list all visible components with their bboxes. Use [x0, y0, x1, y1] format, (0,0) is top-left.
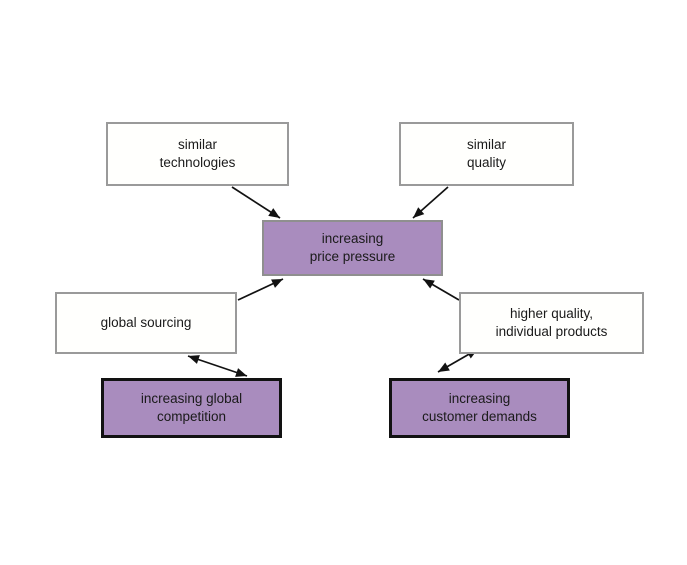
node-similar-quality[interactable]: similar quality: [399, 122, 574, 186]
edge-similar-technologies-to-price-pressure-arrowhead-end: [268, 208, 280, 218]
edge-global-sourcing-competition-line: [187, 355, 248, 377]
edge-similar-quality-to-price-pressure: [412, 186, 449, 219]
node-global-sourcing[interactable]: global sourcing: [55, 292, 237, 354]
edge-higher-quality-customer-demands-arrowhead-start: [438, 362, 450, 372]
edge-higher-quality-to-price-pressure: [422, 278, 460, 301]
node-label-similar-technologies: similar technologies: [159, 136, 236, 170]
edge-global-sourcing-competition: [187, 355, 248, 377]
node-increasing-customer-demands[interactable]: increasing customer demands: [389, 378, 570, 438]
edge-global-sourcing-to-price-pressure-line: [237, 278, 284, 301]
node-label-higher-quality-individual-products: higher quality, individual products: [495, 305, 608, 339]
node-label-increasing-price-pressure: increasing price pressure: [309, 230, 396, 264]
edge-similar-technologies-to-price-pressure-line: [231, 186, 281, 219]
node-label-increasing-global-competition: increasing global competition: [140, 390, 243, 424]
edge-similar-quality-to-price-pressure-arrowhead-end: [413, 207, 425, 218]
node-higher-quality-individual-products[interactable]: higher quality, individual products: [459, 292, 644, 354]
edge-higher-quality-to-price-pressure-line: [422, 278, 460, 301]
node-label-similar-quality: similar quality: [466, 136, 507, 170]
node-increasing-price-pressure[interactable]: increasing price pressure: [262, 220, 443, 276]
edge-global-sourcing-to-price-pressure-arrowhead-end: [271, 279, 283, 288]
edge-similar-technologies-to-price-pressure: [231, 186, 281, 219]
node-label-increasing-customer-demands: increasing customer demands: [422, 390, 537, 424]
node-similar-technologies[interactable]: similar technologies: [106, 122, 289, 186]
node-increasing-global-competition[interactable]: increasing global competition: [101, 378, 282, 438]
edge-global-sourcing-competition-arrowhead-end: [235, 368, 247, 377]
edge-higher-quality-to-price-pressure-arrowhead-end: [423, 279, 435, 289]
edge-similar-quality-to-price-pressure-line: [412, 186, 449, 219]
node-label-global-sourcing: global sourcing: [100, 314, 192, 330]
edge-global-sourcing-competition-arrowhead-start: [188, 355, 200, 364]
edge-global-sourcing-to-price-pressure: [237, 278, 284, 301]
